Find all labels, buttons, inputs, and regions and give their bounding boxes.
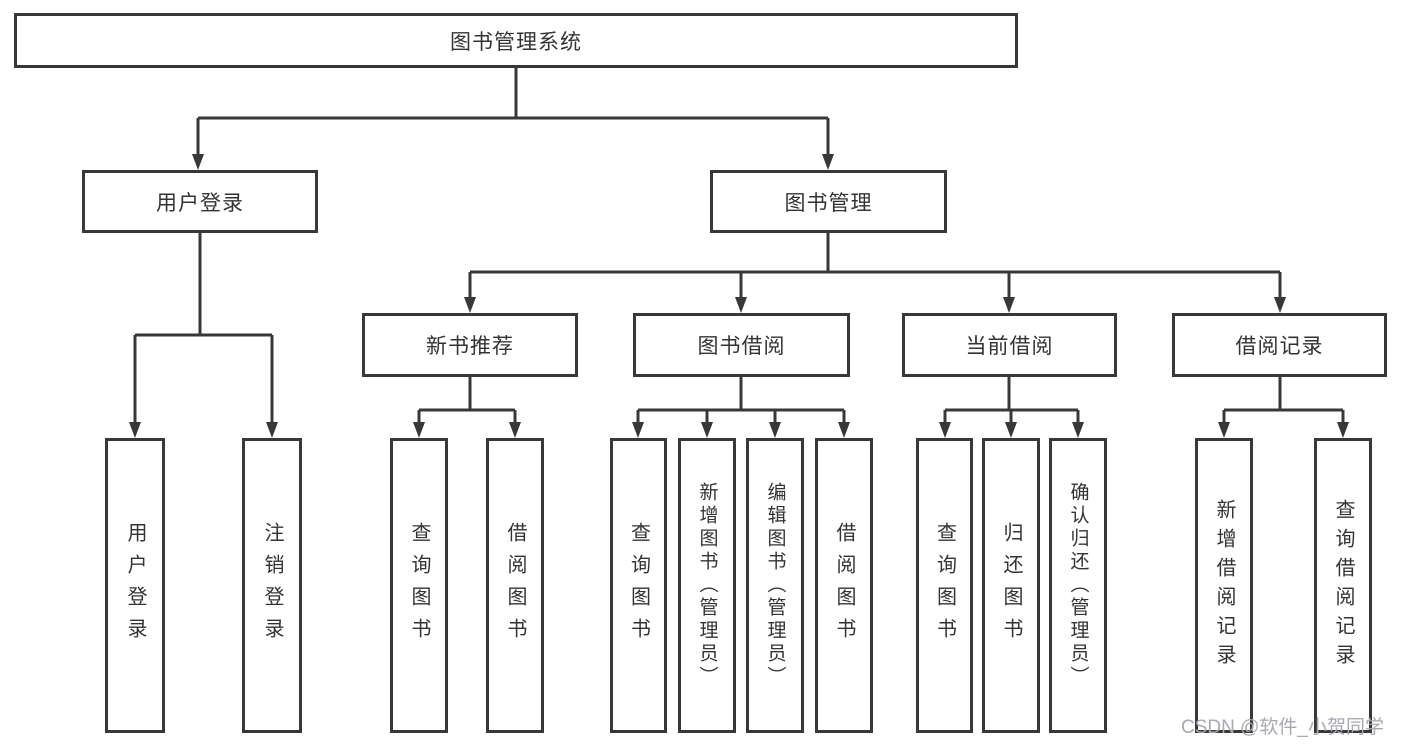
- leaf-br-query-record: 查询借阅记录: [1314, 438, 1372, 733]
- leaf-cb-confirm-return-admin: 确认归还（管理员）: [1049, 438, 1107, 733]
- leaf-cb-query-book-label: 查询图书: [933, 521, 956, 650]
- connector-borrow-record-to-leaves: [1218, 377, 1349, 438]
- node-root-system: 图书管理系统: [14, 13, 1018, 68]
- node-book-mgmt: 图书管理: [710, 170, 947, 233]
- connector-user-login-to-leaves: [129, 233, 278, 438]
- leaf-br-add-record-label: 新增借阅记录: [1213, 498, 1235, 673]
- leaf-bb-borrow-book-label: 借阅图书: [833, 521, 855, 650]
- leaf-bb-query-book: 查询图书: [610, 438, 667, 733]
- leaf-br-add-record: 新增借阅记录: [1195, 438, 1253, 733]
- connector-book-mgmt-to-level3: [464, 233, 1286, 313]
- leaf-bb-add-book-admin-label: 新增图书（管理员）: [696, 482, 718, 689]
- leaf-bb-add-book-admin: 新增图书（管理员）: [678, 438, 736, 733]
- leaf-user-login-label: 用户登录: [124, 521, 146, 650]
- node-borrow-record-label: 借阅记录: [1235, 335, 1324, 358]
- leaf-rec-borrow-book-label: 借阅图书: [504, 521, 526, 650]
- leaf-cb-query-book: 查询图书: [916, 438, 973, 733]
- node-book-borrow: 图书借阅: [633, 313, 850, 377]
- leaf-cb-return-book: 归还图书: [982, 438, 1040, 733]
- leaf-bb-edit-book-admin: 编辑图书（管理员）: [746, 438, 804, 733]
- leaf-bb-edit-book-admin-label: 编辑图书（管理员）: [764, 482, 786, 689]
- leaf-cb-return-book-label: 归还图书: [1000, 521, 1022, 650]
- node-book-mgmt-label: 图书管理: [784, 191, 873, 215]
- connector-root-to-level2: [192, 68, 834, 170]
- node-new-book-rec: 新书推荐: [362, 313, 578, 377]
- leaf-logout: 注销登录: [242, 438, 302, 733]
- leaf-bb-borrow-book: 借阅图书: [815, 438, 873, 733]
- leaf-bb-query-book-label: 查询图书: [627, 521, 650, 650]
- node-user-login: 用户登录: [82, 170, 318, 233]
- leaf-br-query-record-label: 查询借阅记录: [1332, 498, 1354, 673]
- node-user-login-label: 用户登录: [156, 191, 244, 215]
- leaf-logout-label: 注销登录: [261, 521, 283, 650]
- node-borrow-record: 借阅记录: [1172, 313, 1387, 377]
- node-book-borrow-label: 图书借阅: [697, 335, 786, 358]
- leaf-rec-query-book: 查询图书: [390, 438, 448, 733]
- node-root-system-label: 图书管理系统: [450, 30, 582, 54]
- leaf-user-login: 用户登录: [105, 438, 165, 733]
- connector-new-book-rec-to-leaves: [413, 377, 521, 438]
- csdn-watermark: CSDN @软件_小贺同学: [1181, 717, 1384, 738]
- node-new-book-rec-label: 新书推荐: [426, 335, 514, 358]
- leaf-rec-query-book-label: 查询图书: [408, 521, 430, 650]
- connector-current-borrow-to-leaves: [939, 377, 1084, 438]
- connector-book-borrow-to-leaves: [632, 377, 850, 438]
- node-current-borrow-label: 当前借阅: [965, 335, 1054, 358]
- leaf-cb-confirm-return-admin-label: 确认归还（管理员）: [1067, 482, 1089, 689]
- node-current-borrow: 当前借阅: [902, 313, 1117, 377]
- leaf-rec-borrow-book: 借阅图书: [486, 438, 544, 733]
